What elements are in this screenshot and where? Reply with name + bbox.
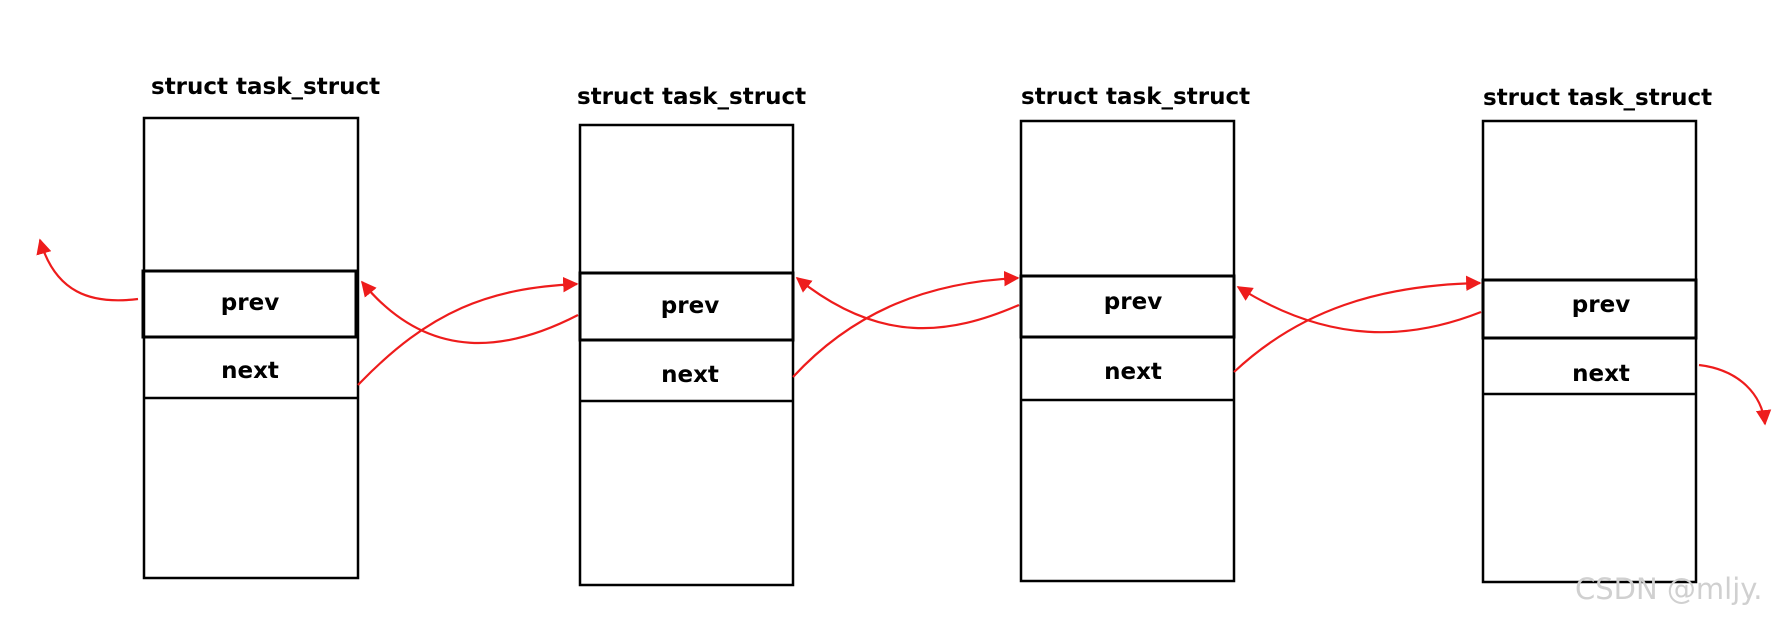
node-3-outer-box xyxy=(1019,119,1236,583)
task-struct-node-3: struct task_struct prev next xyxy=(1019,84,1250,583)
node-3-next-to-node-4-arrow xyxy=(1233,275,1482,373)
node-3-prev-label: prev xyxy=(1104,289,1162,315)
node-3-prev-field xyxy=(1019,274,1236,339)
node-2-next-to-node-3-arrow xyxy=(792,270,1020,378)
task-struct-node-2: struct task_struct prev next xyxy=(577,84,806,587)
node-1-outer-box xyxy=(142,116,360,580)
node-1-next-to-node-2-arrow xyxy=(357,276,579,386)
node-4-prev-to-node-3-arrow xyxy=(1236,286,1482,334)
node-2-outer-box xyxy=(578,123,795,587)
node-2-next-label: next xyxy=(661,362,719,388)
node-4-prev-label: prev xyxy=(1572,292,1630,318)
node-1-next-label: next xyxy=(221,358,279,384)
node-4-title: struct task_struct xyxy=(1483,85,1712,111)
link-arrows xyxy=(36,238,1772,426)
node-1-prev-label: prev xyxy=(221,290,279,316)
node-4-next-outgoing-arrow xyxy=(1698,363,1772,426)
node-1-title: struct task_struct xyxy=(151,74,380,100)
node-4-next-label: next xyxy=(1572,361,1630,387)
node-3-prev-to-node-2-arrow xyxy=(795,277,1020,330)
node-4-outer-box xyxy=(1481,119,1698,584)
task-struct-node-1: struct task_struct prev next xyxy=(141,74,380,580)
node-2-title: struct task_struct xyxy=(577,84,806,110)
node-2-prev-to-node-1-arrow xyxy=(361,280,579,345)
task-struct-node-4: struct task_struct prev next xyxy=(1481,85,1712,584)
node-3-next-label: next xyxy=(1104,359,1162,385)
node-2-prev-label: prev xyxy=(661,293,719,319)
node-3-title: struct task_struct xyxy=(1021,84,1250,110)
node-1-prev-outgoing-arrow xyxy=(36,238,139,302)
node-2-prev-field xyxy=(578,271,795,342)
node-1-prev-field xyxy=(141,269,358,339)
csdn-watermark: CSDN @mljy. xyxy=(1575,572,1763,606)
